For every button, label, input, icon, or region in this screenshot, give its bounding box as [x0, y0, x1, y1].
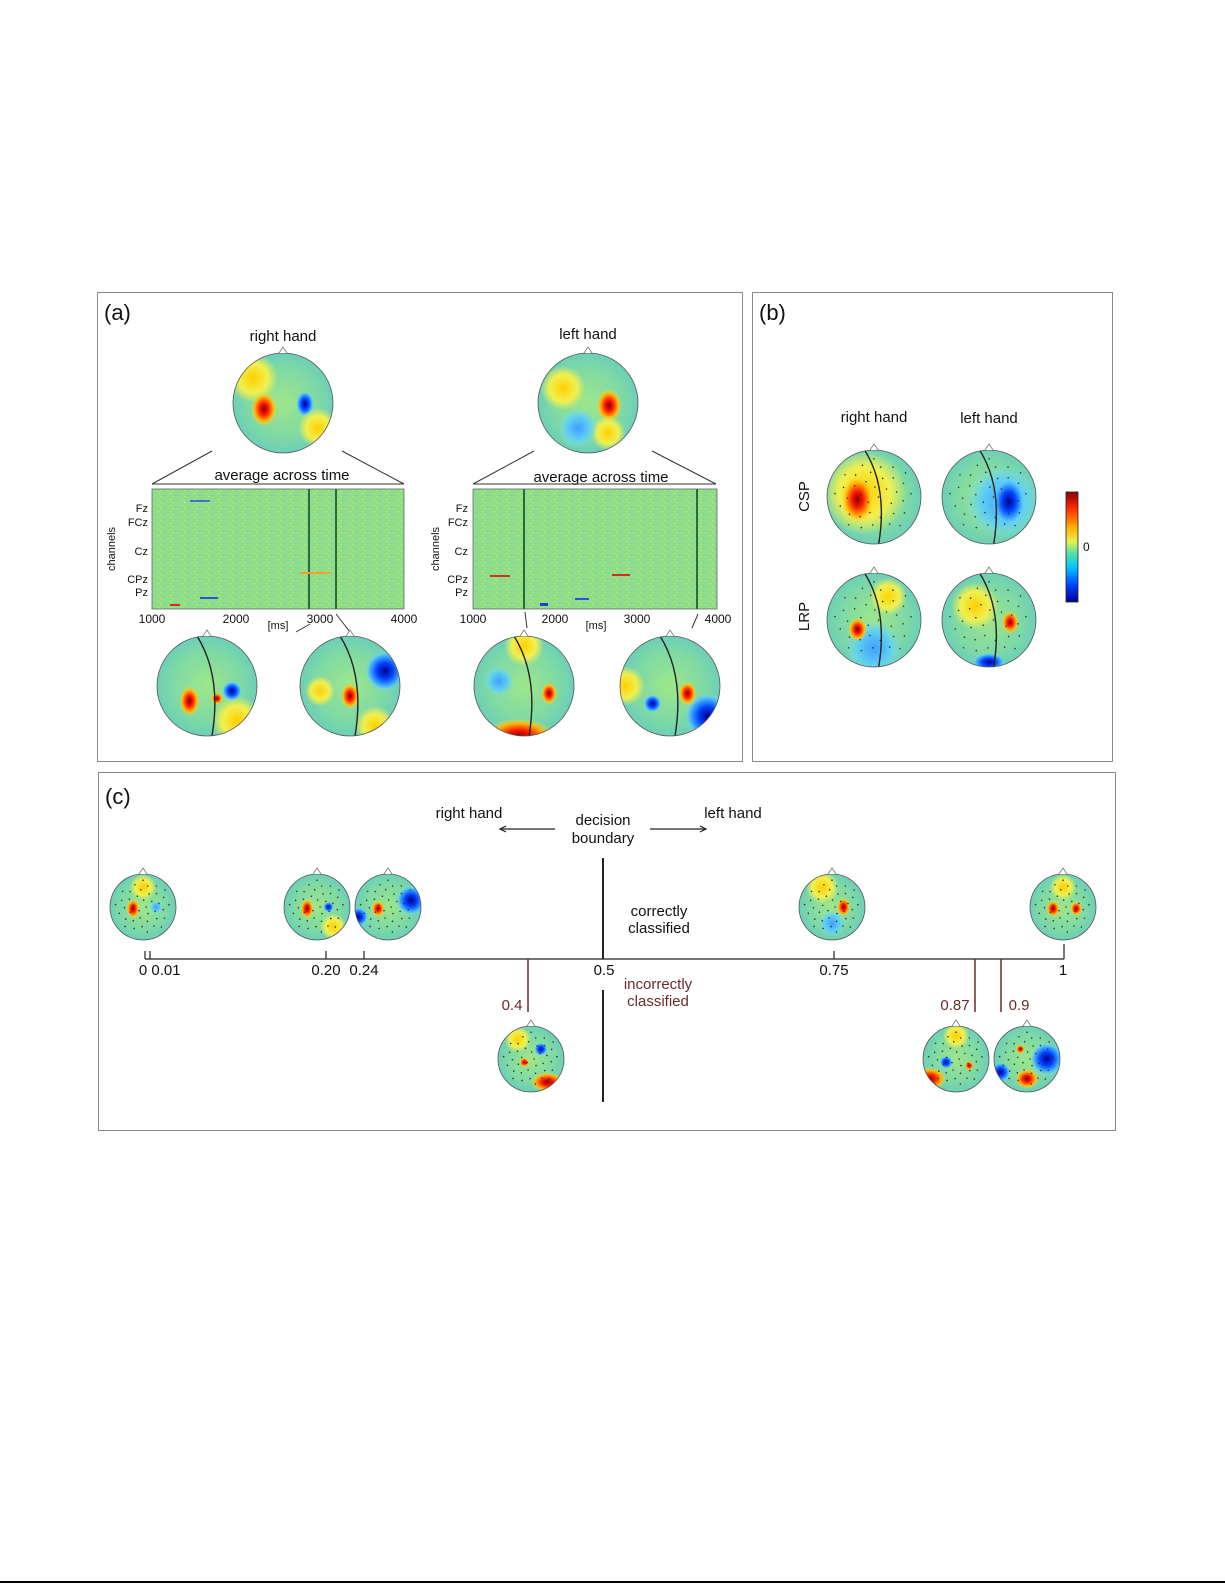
c-mis-0.87: 0.87 — [940, 997, 970, 1014]
panel-c-label: (c) — [105, 784, 131, 809]
panel-b-label: (b) — [759, 300, 786, 325]
a-right-ch-pz: Pz — [135, 587, 148, 599]
c-tick-1: 1 — [1058, 962, 1068, 979]
c-head-map-0.87 — [922, 1019, 990, 1093]
c-incorrect-line2: classified — [627, 993, 689, 1010]
c-tick-0.20: 0.20 — [311, 962, 341, 979]
c-head-map-0.9 — [993, 1019, 1061, 1093]
c-incorrect-line1: incorrectly — [623, 976, 693, 993]
a-right-avg-label: average across time — [214, 467, 350, 484]
b-lrp-right-head-map — [826, 566, 922, 668]
c-tick-0: 0 — [138, 962, 148, 979]
a-zoom-lines — [151, 450, 717, 633]
a-right-unit: [ms] — [267, 620, 289, 632]
a-right-bottom-head-map-2 — [299, 629, 401, 737]
c-boundary-line1: decision — [575, 812, 631, 829]
c-mis-0.9: 0.9 — [1008, 997, 1030, 1014]
a-right-hand-title: right hand — [249, 328, 317, 345]
a-right-top-head-map — [232, 346, 334, 454]
panel-a-label: (a) — [104, 300, 131, 325]
a-left-ch-fcz: FCz — [447, 517, 468, 529]
c-tick-0.24: 0.24 — [349, 962, 379, 979]
c-mis-0.4: 0.4 — [501, 997, 523, 1014]
c-tick-0.5: 0.5 — [593, 962, 615, 979]
c-tick-0.01: 0.01 — [151, 962, 181, 979]
a-right-bottom-head-map-1 — [156, 629, 258, 737]
a-left-tick-3000: 3000 — [623, 612, 651, 626]
a-left-ch-pz: Pz — [455, 587, 468, 599]
a-left-tick-4000: 4000 — [704, 612, 732, 626]
c-correct-line2: classified — [628, 920, 690, 937]
c-right-hand: right hand — [435, 805, 503, 822]
panel-b — [752, 292, 1113, 762]
a-right-ch-fcz: FCz — [127, 517, 148, 529]
a-left-heatmap — [472, 488, 718, 610]
b-col-left-hand: left hand — [960, 410, 1018, 427]
c-head-map-0.20 — [283, 867, 351, 941]
b-csp-right-head-map — [826, 443, 922, 545]
b-col-right-hand: right hand — [840, 409, 908, 426]
a-right-ch-cz: Cz — [134, 546, 148, 558]
a-left-avg-label: average across time — [533, 469, 669, 486]
a-right-ch-fz: Fz — [135, 503, 148, 515]
a-right-tick-2000: 2000 — [222, 612, 250, 626]
c-timeline — [144, 825, 1065, 1102]
b-lrp-left-head-map — [941, 566, 1037, 668]
a-left-unit: [ms] — [585, 620, 607, 632]
a-right-tick-4000: 4000 — [390, 612, 418, 626]
a-left-bottom-head-map-1 — [473, 629, 575, 737]
c-head-map-1 — [1029, 867, 1097, 941]
a-left-top-head-map — [537, 346, 639, 454]
a-left-tick-1000: 1000 — [459, 612, 487, 626]
c-correct-line1: correctly — [630, 903, 688, 920]
page-bottom-rule — [0, 1581, 1225, 1583]
a-left-ch-cpz: CPz — [447, 574, 468, 586]
c-left-hand: left hand — [704, 805, 762, 822]
a-right-ch-cpz: CPz — [127, 574, 148, 586]
c-head-map-0.4 — [497, 1019, 565, 1093]
a-left-tick-2000: 2000 — [541, 612, 569, 626]
a-left-ch-cz: Cz — [454, 546, 468, 558]
c-misclassified-markers — [527, 959, 1002, 1012]
c-tick-0.75: 0.75 — [819, 962, 849, 979]
c-head-map-0.75 — [798, 867, 866, 941]
a-left-hand-title: left hand — [559, 326, 617, 343]
a-right-heatmap — [151, 488, 405, 610]
a-right-tick-3000: 3000 — [306, 612, 334, 626]
scalp-maps — [109, 346, 1097, 1093]
a-left-bottom-head-map-2 — [619, 629, 721, 737]
c-boundary-line2: boundary — [571, 830, 635, 847]
c-head-map-0 — [109, 867, 177, 941]
c-head-map-0.24 — [354, 867, 422, 941]
a-right-tick-1000: 1000 — [138, 612, 166, 626]
a-left-ch-fz: Fz — [455, 503, 468, 515]
b-colorbar — [1065, 491, 1079, 603]
b-colorbar-zero: 0 — [1083, 540, 1090, 554]
b-csp-left-head-map — [941, 443, 1037, 545]
